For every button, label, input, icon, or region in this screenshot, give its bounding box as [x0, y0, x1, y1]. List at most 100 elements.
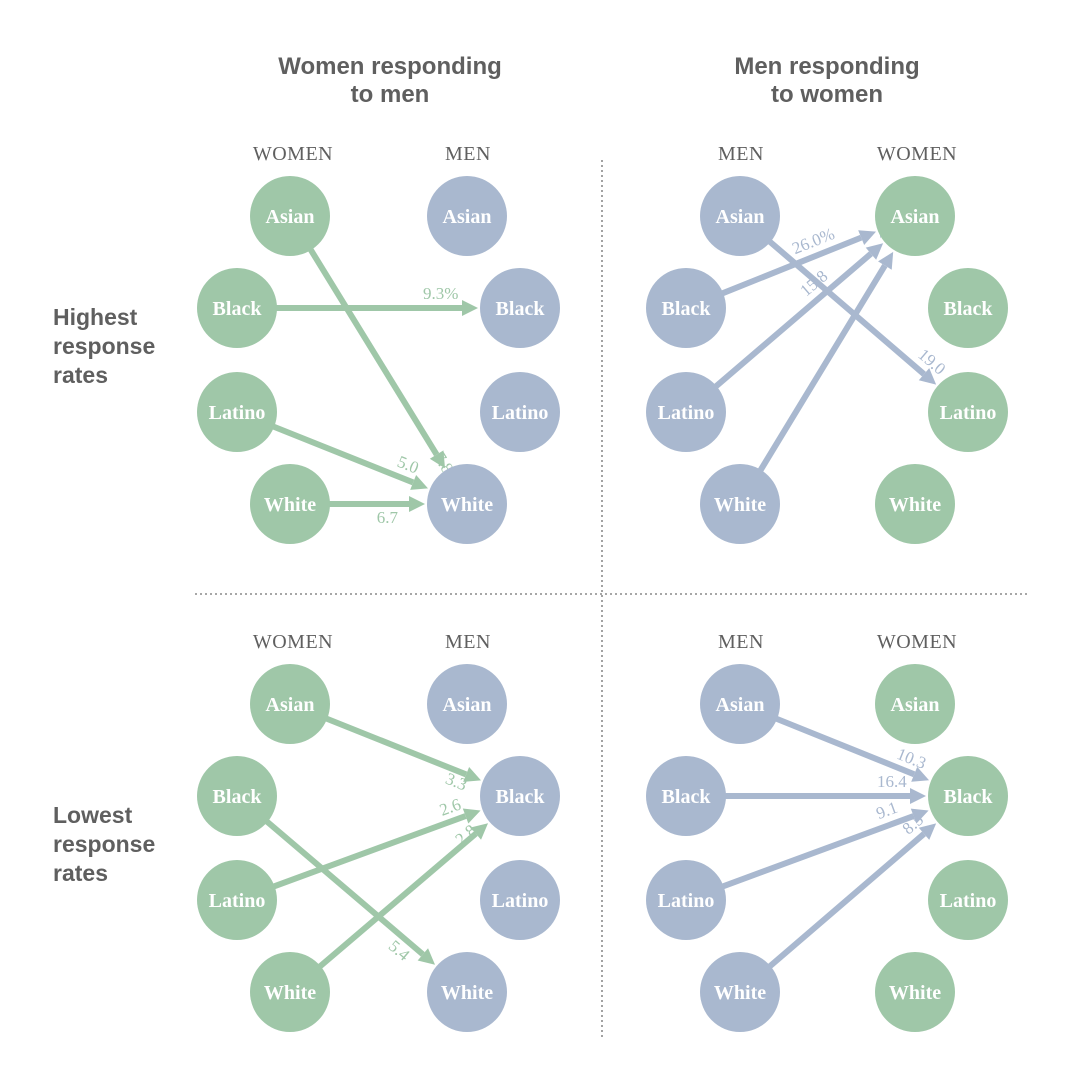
edge-latino-to-white [269, 422, 415, 486]
bottom-row-title-line-2: response [53, 831, 155, 857]
node-label: Black [213, 298, 263, 320]
right-node-asian: Asian [427, 176, 507, 256]
left-node-white: White [700, 464, 780, 544]
edge-black-to-white [262, 817, 425, 957]
right-node-latino: Latino [928, 860, 1008, 940]
right-node-black: Black [480, 756, 560, 836]
node-label: Latino [658, 890, 715, 912]
node-circle [480, 756, 560, 836]
top-row-title-line-3: rates [53, 362, 108, 388]
node-circle [928, 860, 1008, 940]
edge-group [718, 714, 937, 971]
left-node-asian: Asian [700, 176, 780, 256]
node-label: White [264, 494, 316, 516]
left-node-white: White [700, 952, 780, 1032]
edge-white-to-asian [756, 264, 888, 475]
node-circle [197, 268, 277, 348]
node-label: Asian [716, 206, 765, 228]
node-circle [646, 268, 726, 348]
node-label: Black [213, 786, 263, 808]
edge-label-white-to-black: 2.8 [452, 821, 480, 849]
node-circle [928, 756, 1008, 836]
left-node-latino: Latino [197, 372, 277, 452]
left-node-asian: Asian [250, 664, 330, 744]
arrowhead [910, 788, 926, 804]
edge-latino-to-black [718, 813, 915, 891]
left-node-black: Black [197, 268, 277, 348]
edge-label-black-to-black: 16.4 [877, 772, 907, 791]
right-node-asian: Asian [427, 664, 507, 744]
node-circle [197, 756, 277, 836]
node-circle [646, 756, 726, 836]
arrowhead [858, 230, 877, 246]
node-circle [875, 464, 955, 544]
node-circle [427, 176, 507, 256]
edge-asian-to-white [306, 245, 440, 457]
right-node-latino: Latino [480, 860, 560, 940]
node-label: Latino [940, 402, 997, 424]
node-label: Black [662, 298, 712, 320]
arrowhead [462, 300, 478, 316]
node-label: Asian [266, 206, 315, 228]
arrowhead [910, 808, 929, 824]
arrowhead [417, 948, 436, 965]
node-label: Black [662, 786, 712, 808]
node-label: Latino [492, 890, 549, 912]
node-label: Asian [443, 694, 492, 716]
node-circle [250, 464, 330, 544]
left-node-latino: Latino [646, 860, 726, 940]
node-label: White [889, 494, 941, 516]
right-column-header: MEN [445, 631, 491, 653]
node-circle [928, 268, 1008, 348]
arrowhead [409, 496, 425, 512]
node-circle [928, 372, 1008, 452]
left-node-black: Black [646, 756, 726, 836]
arrowhead [918, 823, 937, 840]
node-circle [646, 860, 726, 940]
bottom-row-title-line-1: Lowest [53, 802, 133, 828]
node-circle [427, 464, 507, 544]
node-circle [700, 952, 780, 1032]
left-column-header: MEN [718, 143, 764, 165]
left-node-asian: Asian [250, 176, 330, 256]
left-title-line-1: Women responding [278, 53, 502, 80]
node-circle [480, 268, 560, 348]
node-label: White [889, 982, 941, 1004]
arrowhead [462, 808, 481, 824]
right-node-black: Black [928, 756, 1008, 836]
node-circle [480, 860, 560, 940]
arrowhead [918, 368, 937, 385]
right-node-white: White [427, 952, 507, 1032]
node-circle [700, 464, 780, 544]
right-node-white: White [875, 464, 955, 544]
node-label: Asian [443, 206, 492, 228]
edge-group [262, 714, 489, 971]
edge-asian-to-black [772, 714, 916, 778]
edge-label-black-to-black: 9.3% [423, 284, 458, 303]
right-column-header: WOMEN [877, 143, 957, 165]
right-node-latino: Latino [480, 372, 560, 452]
left-node-latino: Latino [646, 372, 726, 452]
node-circle [427, 664, 507, 744]
edge-group [711, 230, 937, 475]
left-node-black: Black [646, 268, 726, 348]
node-circle [700, 176, 780, 256]
node-label: Asian [891, 694, 940, 716]
node-circle [250, 952, 330, 1032]
panel-men-to-women-highest: MENWOMEN26.0%15.817.619.0AsianBlackLatin… [646, 143, 1008, 544]
arrowhead [410, 475, 429, 490]
right-column-header: MEN [445, 143, 491, 165]
top-row-title-line-2: response [53, 333, 155, 359]
edge-white-to-black [315, 831, 478, 971]
node-label: Latino [492, 402, 549, 424]
right-column-header: WOMEN [877, 631, 957, 653]
node-label: Black [496, 298, 546, 320]
edge-group [269, 245, 478, 512]
node-label: White [441, 982, 493, 1004]
node-circle [646, 372, 726, 452]
right-node-latino: Latino [928, 372, 1008, 452]
node-circle [197, 372, 277, 452]
left-node-asian: Asian [700, 664, 780, 744]
